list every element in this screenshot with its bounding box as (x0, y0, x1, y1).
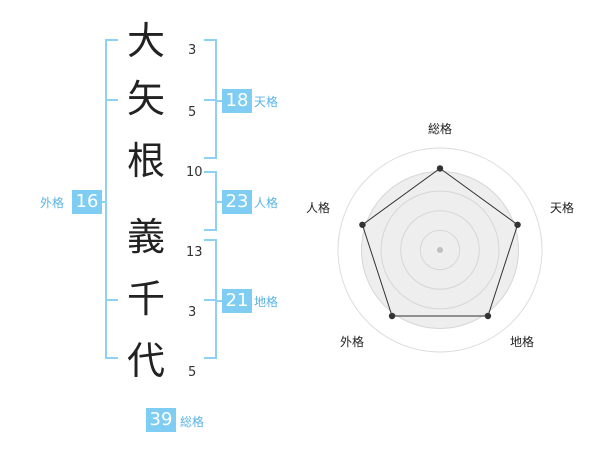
stroke-count-6: 5 (188, 365, 197, 380)
jinkaku-value: 23 (222, 190, 252, 214)
name-char-2: 矢 (126, 77, 165, 121)
radar-ring (400, 210, 480, 290)
radar-polygon (361, 167, 519, 317)
radar-label-jinkaku: 人格 (306, 201, 331, 215)
name-char-4: 義 (126, 215, 165, 259)
tenkaku-value: 18 (222, 89, 252, 113)
tenkaku-label: 天格 (254, 95, 279, 109)
stroke-count-4: 13 (186, 245, 203, 260)
radar-point (359, 221, 366, 228)
radar-point (436, 165, 444, 172)
stroke-count-1: 3 (188, 43, 197, 58)
radar-ring (380, 190, 500, 310)
name-char-6: 代 (126, 339, 165, 383)
name-char-1: 大 (126, 19, 165, 63)
radar-ring-outer (337, 147, 543, 353)
jinkaku-label: 人格 (254, 196, 279, 210)
radar-label-tenkaku: 天格 (550, 201, 575, 215)
chikaku-label: 地格 (254, 295, 279, 309)
chikaku-value: 21 (222, 289, 252, 313)
stroke-count-5: 3 (188, 305, 197, 320)
radar-point (484, 312, 492, 320)
soukaku-label: 総格 (180, 415, 205, 429)
radar-point (388, 312, 396, 320)
outer-bracket (105, 39, 118, 359)
radar-point (514, 221, 521, 228)
gaikaku-label: 外格 (40, 196, 65, 210)
gaikaku-value: 16 (72, 190, 102, 214)
name-char-5: 千 (126, 277, 165, 321)
soukaku-value: 39 (146, 408, 176, 432)
radar-label-gaikaku: 外格 (340, 335, 365, 349)
stroke-count-2: 5 (188, 105, 197, 120)
radar-ring (419, 229, 461, 271)
stroke-count-3: 10 (186, 165, 203, 180)
name-char-3: 根 (126, 139, 165, 183)
radar-label-soukaku: 総格 (428, 122, 453, 136)
radar-center-dot (437, 247, 443, 253)
radar-label-chikaku: 地格 (510, 335, 535, 349)
